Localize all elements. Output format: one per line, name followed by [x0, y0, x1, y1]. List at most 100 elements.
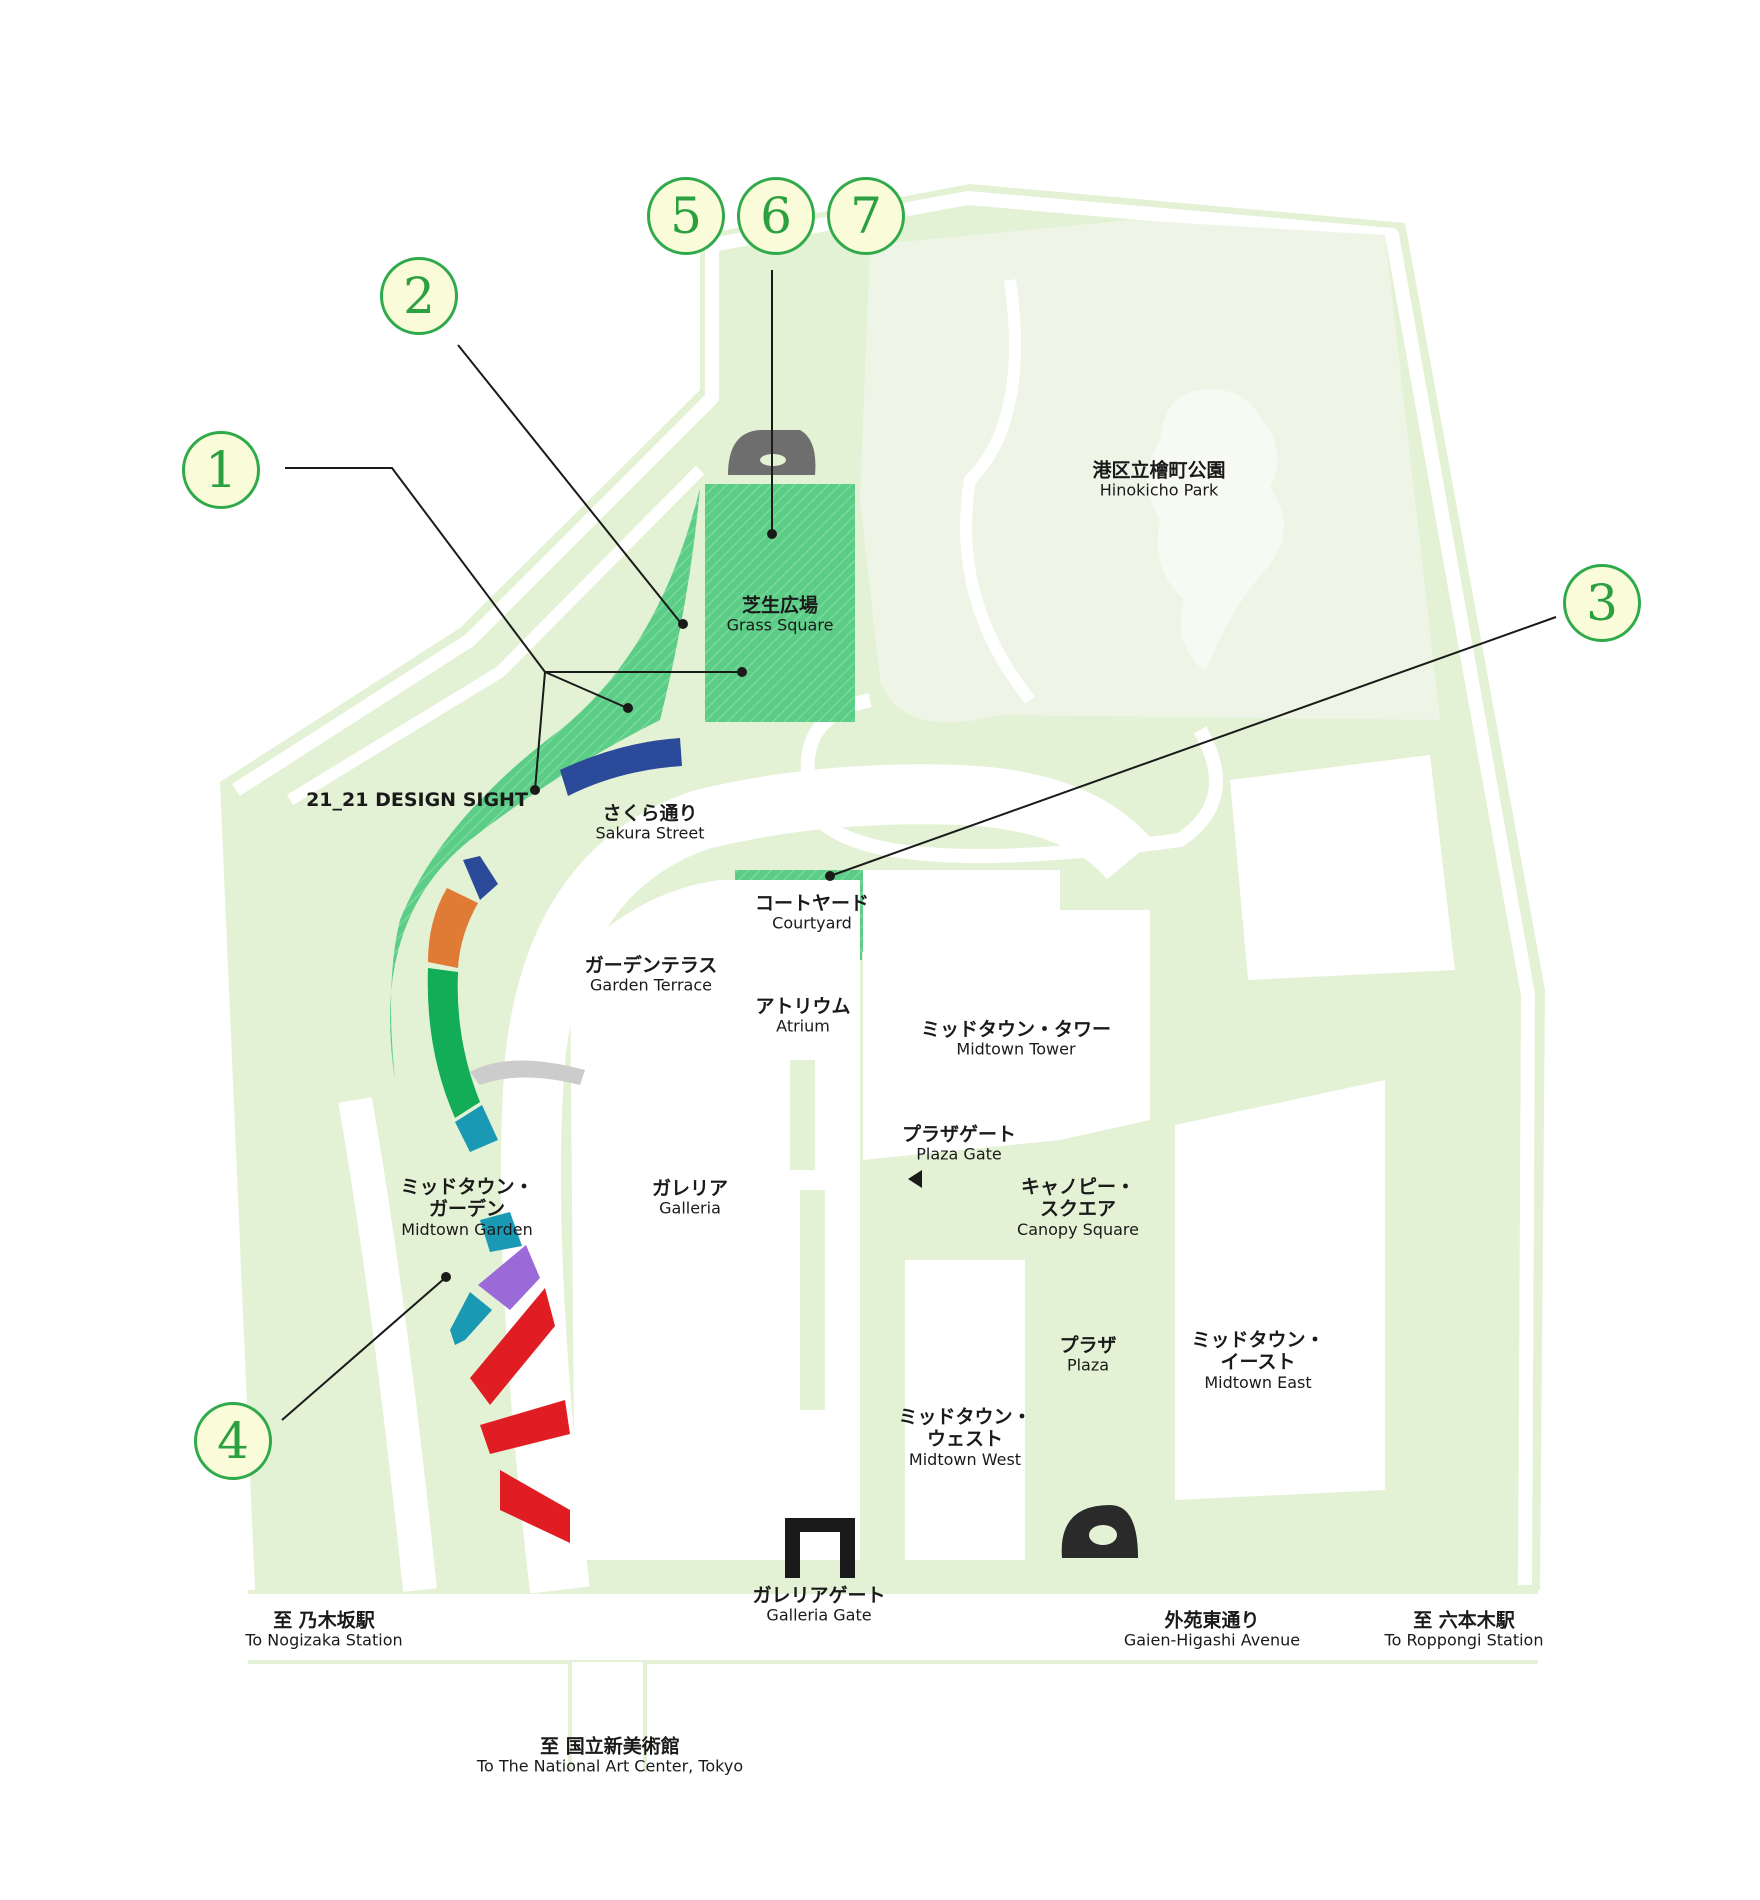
marker-2-label: 2 — [403, 267, 435, 325]
gaien-higashi-en: Gaien-Higashi Avenue — [1123, 1630, 1301, 1650]
sakura-street-en: Sakura Street — [595, 823, 705, 843]
installation-teal-2[interactable] — [480, 1212, 522, 1252]
plaza-gate-jp: プラザゲート — [901, 1123, 1017, 1146]
installation-slope-1[interactable] — [463, 856, 498, 900]
hinokicho-park-en: Hinokicho Park — [1099, 480, 1219, 500]
leader-dots — [441, 529, 835, 1282]
midtown-east-building — [1175, 1080, 1385, 1500]
to-nogizaka-label[interactable]: 至 乃木坂駅 To Nogizaka Station — [245, 1609, 402, 1650]
midtown-garden-jp1: ミッドタウン・ — [400, 1176, 534, 1199]
leader-2 — [457, 344, 681, 623]
canopy-square-label[interactable]: キャノピー・ スクエア Canopy Square — [1017, 1176, 1139, 1240]
galleria-gate-icon — [785, 1518, 855, 1578]
marker-5[interactable]: 5 — [647, 177, 725, 255]
galleria-label[interactable]: ガレリア Galleria — [652, 1177, 728, 1218]
to-nact-jp: 至 国立新美術館 — [540, 1735, 680, 1758]
sakura-street-label[interactable]: さくら通り Sakura Street — [596, 802, 705, 843]
garden-terrace-label[interactable]: ガーデンテラス Garden Terrace — [585, 954, 718, 995]
courtyard-label[interactable]: コートヤード Courtyard — [755, 892, 869, 933]
installation-orange[interactable] — [428, 888, 478, 968]
galleria-en: Galleria — [659, 1198, 721, 1218]
installation-red-2[interactable] — [480, 1400, 570, 1454]
midtown-garden-en: Midtown Garden — [401, 1219, 533, 1239]
marker-1-label: 1 — [205, 441, 237, 499]
installation-sakura-bar[interactable] — [560, 738, 682, 796]
courtyard-jp: コートヤード — [754, 892, 870, 915]
midtown-west-label[interactable]: ミッドタウン・ ウェスト Midtown West — [898, 1406, 1031, 1470]
grass-square-label[interactable]: 芝生広場 Grass Square — [727, 594, 834, 635]
canopy-square-en: Canopy Square — [1017, 1219, 1139, 1239]
design-sight-label[interactable]: 21_21 DESIGN SIGHT — [306, 789, 528, 811]
installation-red-3[interactable] — [500, 1470, 570, 1543]
leader-1 — [285, 467, 740, 791]
plaza-gate-label[interactable]: プラザゲート Plaza Gate — [902, 1123, 1016, 1164]
midtown-tower-en: Midtown Tower — [956, 1039, 1076, 1059]
marker-1[interactable]: 1 — [182, 431, 260, 509]
midtown-east-jp1: ミッドタウン・ — [1191, 1329, 1325, 1352]
marker-6[interactable]: 6 — [737, 177, 815, 255]
galleria-jp: ガレリア — [651, 1177, 729, 1200]
canopy-square-jp2: スクエア — [1039, 1198, 1117, 1221]
marker-3[interactable]: 3 — [1563, 564, 1641, 642]
installation-red-1[interactable] — [470, 1288, 555, 1405]
inner-walkway — [286, 465, 705, 806]
leader-3 — [829, 616, 1557, 877]
west-path — [338, 1097, 437, 1592]
to-roppongi-en: To Roppongi Station — [1384, 1630, 1544, 1650]
installation-green-arc[interactable] — [427, 968, 480, 1118]
midtown-east-jp2: イースト — [1220, 1351, 1296, 1374]
grass-square-en: Grass Square — [726, 615, 834, 635]
hinokicho-park-jp: 港区立檜町公園 — [1092, 459, 1226, 482]
to-roppongi-label[interactable]: 至 六本木駅 To Roppongi Station — [1385, 1609, 1544, 1650]
park-inner-path — [960, 279, 1035, 704]
design-sight-text: 21_21 DESIGN SIGHT — [306, 788, 528, 811]
atrium-label[interactable]: アトリウム Atrium — [755, 995, 850, 1036]
plaza-label[interactable]: プラザ Plaza — [1059, 1334, 1116, 1375]
marker-3-label: 3 — [1586, 574, 1618, 632]
garden-terrace-canopy — [470, 1060, 585, 1085]
grass-square-lawn — [705, 484, 855, 722]
park-pond — [1147, 389, 1284, 672]
midtown-west-en: Midtown West — [908, 1449, 1022, 1469]
atrium-jp: アトリウム — [755, 995, 851, 1018]
garden-terrace-en: Garden Terrace — [590, 975, 712, 995]
to-roppongi-jp: 至 六本木駅 — [1413, 1609, 1515, 1632]
hinokicho-park-label[interactable]: 港区立檜町公園 Hinokicho Park — [1092, 459, 1225, 500]
installation-teal-3[interactable] — [450, 1292, 492, 1345]
marker-4[interactable]: 4 — [194, 1402, 272, 1480]
installation-group — [427, 738, 682, 1543]
leader-4 — [281, 1277, 446, 1421]
midtown-east-label[interactable]: ミッドタウン・ イースト Midtown East — [1191, 1329, 1324, 1393]
plaza-gate-arrow-icon — [908, 1170, 922, 1188]
midtown-garden-jp2: ガーデン — [428, 1198, 506, 1221]
midtown-west-jp1: ミッドタウン・ — [898, 1406, 1032, 1429]
midtown-tower-building — [863, 870, 1150, 1160]
galleria-gate-label[interactable]: ガレリアゲート Galleria Gate — [752, 1584, 885, 1625]
gaien-higashi-label[interactable]: 外苑東通り Gaien-Higashi Avenue — [1124, 1609, 1300, 1650]
galleria-building — [570, 880, 860, 1560]
galleria-gate-en: Galleria Gate — [766, 1605, 872, 1625]
canopy-square-jp1: キャノピー・ — [1020, 1176, 1136, 1199]
installation-teal-1[interactable] — [455, 1105, 498, 1152]
marker-7[interactable]: 7 — [827, 177, 905, 255]
plaza-en: Plaza — [1066, 1355, 1110, 1375]
courtyard-en: Courtyard — [772, 913, 852, 933]
garden-terrace-jp: ガーデンテラス — [584, 954, 718, 977]
marker-2[interactable]: 2 — [380, 257, 458, 335]
garden-slope-lawn — [390, 488, 700, 1080]
midtown-west-building — [905, 1260, 1025, 1560]
installation-purple[interactable] — [478, 1245, 540, 1310]
marker-7-label: 7 — [850, 187, 882, 245]
sakura-street-jp: さくら通り — [602, 802, 698, 825]
gaien-higashi-avenue — [248, 1592, 1538, 1662]
to-nogizaka-jp: 至 乃木坂駅 — [273, 1609, 375, 1632]
midtown-garden-label[interactable]: ミッドタウン・ ガーデン Midtown Garden — [400, 1176, 533, 1240]
midtown-tower-jp: ミッドタウン・タワー — [920, 1018, 1112, 1041]
midtown-tower-label[interactable]: ミッドタウン・タワー Midtown Tower — [921, 1018, 1111, 1059]
marker-5-label: 5 — [670, 187, 702, 245]
to-nact-label[interactable]: 至 国立新美術館 To The National Art Center, Tok… — [477, 1735, 743, 1776]
plaza-jp: プラザ — [1059, 1334, 1117, 1357]
leader-lines — [281, 270, 1557, 1421]
midtown-east-en: Midtown East — [1204, 1372, 1312, 1392]
